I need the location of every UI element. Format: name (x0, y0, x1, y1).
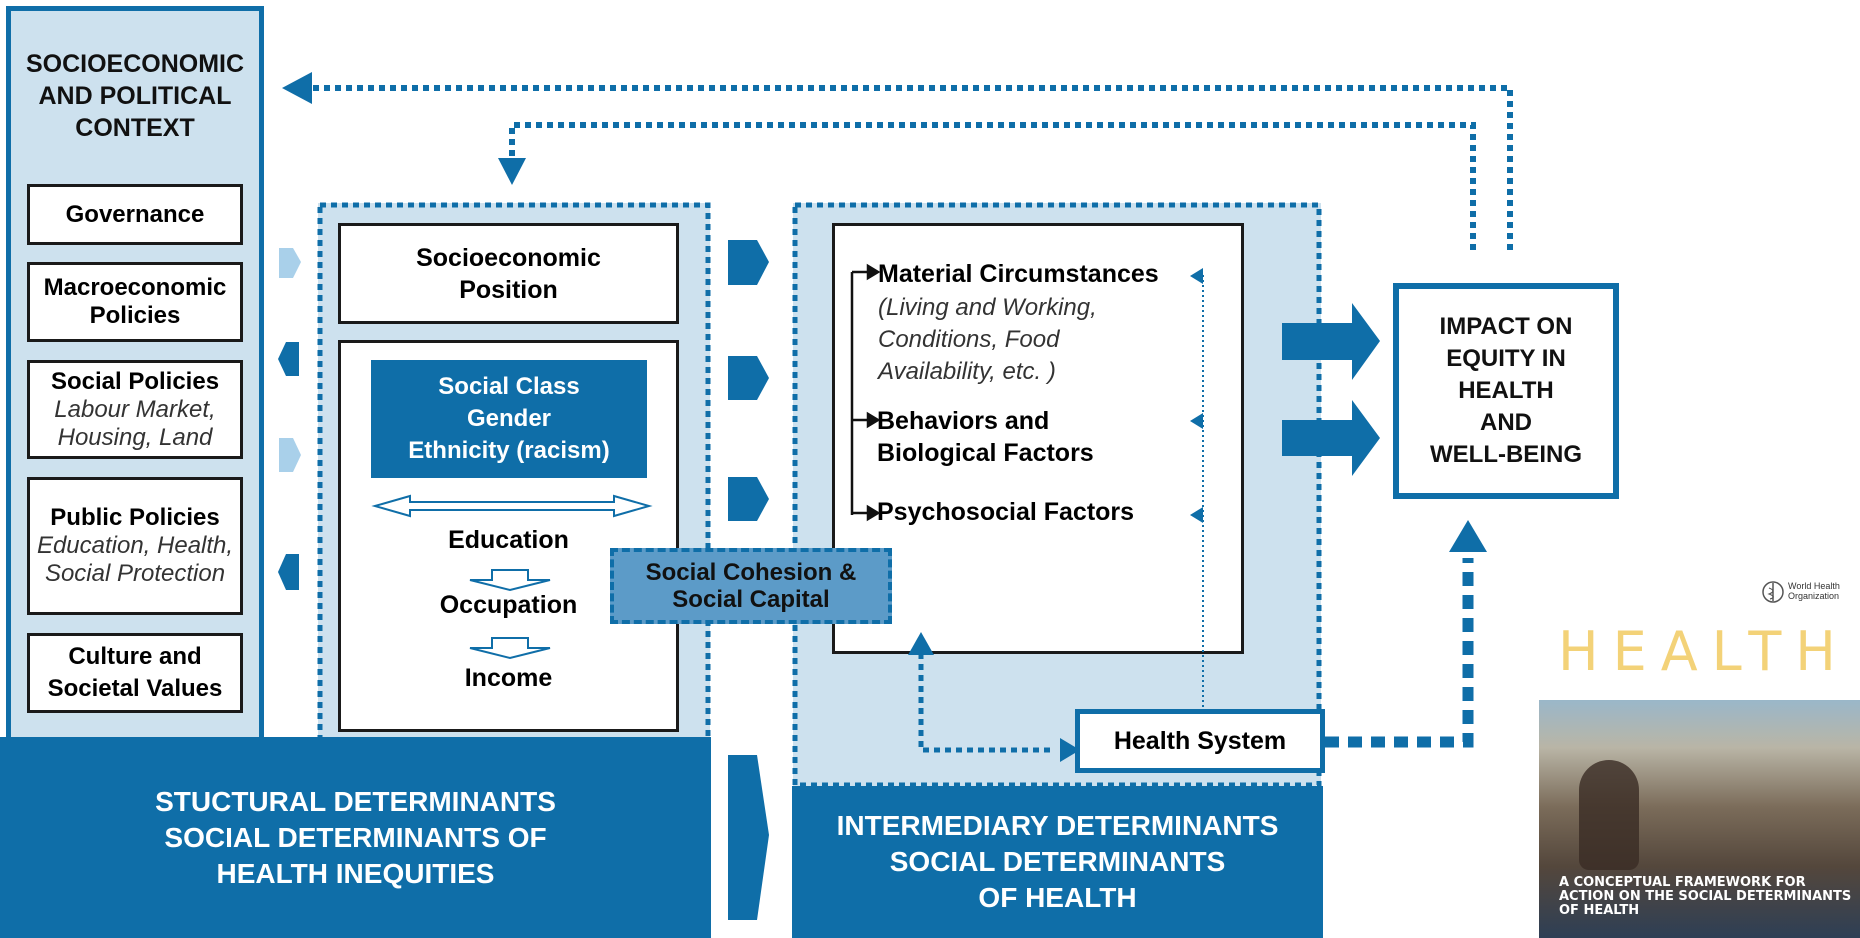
behaviors-label: Behaviors and Biological Factors (877, 407, 1094, 467)
income-label: Income (464, 664, 553, 692)
impact-arrows (1282, 303, 1380, 476)
governance-box: Governance (27, 184, 243, 245)
factor-bracket (850, 263, 881, 522)
health-system-up-arrow (908, 632, 1080, 762)
occupation-label: Occupation (439, 591, 578, 619)
socioeconomic-position-box: Socioeconomic Position (338, 223, 679, 324)
social-policies-box: Social Policies Labour Market, Housing, … (27, 360, 243, 459)
culture-values-box: Culture and Societal Values (27, 633, 243, 713)
down-arrow-1 (469, 569, 551, 592)
social-class-box: Social Class Gender Ethnicity (racism) (371, 360, 647, 478)
cover-health-wordmark: HEALTH (1558, 620, 1850, 683)
public-policies-box: Public Policies Education, Health, Socia… (27, 477, 243, 615)
health-system-box: Health System (1075, 709, 1325, 773)
intermediary-factors-box (832, 223, 1244, 654)
impact-box: IMPACT ON EQUITY IN HEALTH AND WELL-BEIN… (1393, 283, 1619, 499)
who-logo: World Health Organization (1761, 578, 1858, 608)
context-title: SOCIOECONOMIC AND POLITICAL CONTEXT (25, 50, 245, 142)
social-cohesion-box: Social Cohesion & Social Capital (610, 548, 892, 624)
education-label: Education (448, 526, 569, 554)
material-circumstances-detail: (Living and Working, Conditions, Food Av… (878, 294, 1097, 385)
structural-footer: STUCTURAL DETERMINANTS SOCIAL DETERMINAN… (0, 737, 711, 938)
intermediary-footer: INTERMEDIARY DETERMINANTS SOCIAL DETERMI… (792, 786, 1323, 938)
feedback-arrow-to-structural (498, 122, 1476, 250)
double-arrow (371, 494, 653, 518)
context-structural-chevrons (278, 248, 301, 590)
structural-intermediary-arrows (728, 240, 769, 920)
psychosocial-label: Psychosocial Factors (877, 498, 1135, 526)
cover-photo: A CONCEPTUAL FRAMEWORK FOR ACTION ON THE… (1539, 700, 1860, 938)
who-emblem-icon (1762, 581, 1784, 603)
intermediary-dotted-border (792, 202, 1322, 788)
macroeconomic-policies-box: Macroeconomic Policies (27, 262, 243, 342)
report-cover: World Health Organization HEALTH A CONCE… (1536, 570, 1860, 938)
down-arrow-2 (469, 637, 551, 660)
feedback-arrow-to-context (282, 72, 1513, 250)
health-system-factor-link (1190, 268, 1204, 712)
cover-caption: A CONCEPTUAL FRAMEWORK FOR ACTION ON THE… (1559, 875, 1852, 918)
health-system-impact-arrow (1325, 520, 1487, 748)
structural-dotted-border (317, 202, 711, 748)
material-circumstances-label: Material Circumstances (878, 260, 1159, 288)
